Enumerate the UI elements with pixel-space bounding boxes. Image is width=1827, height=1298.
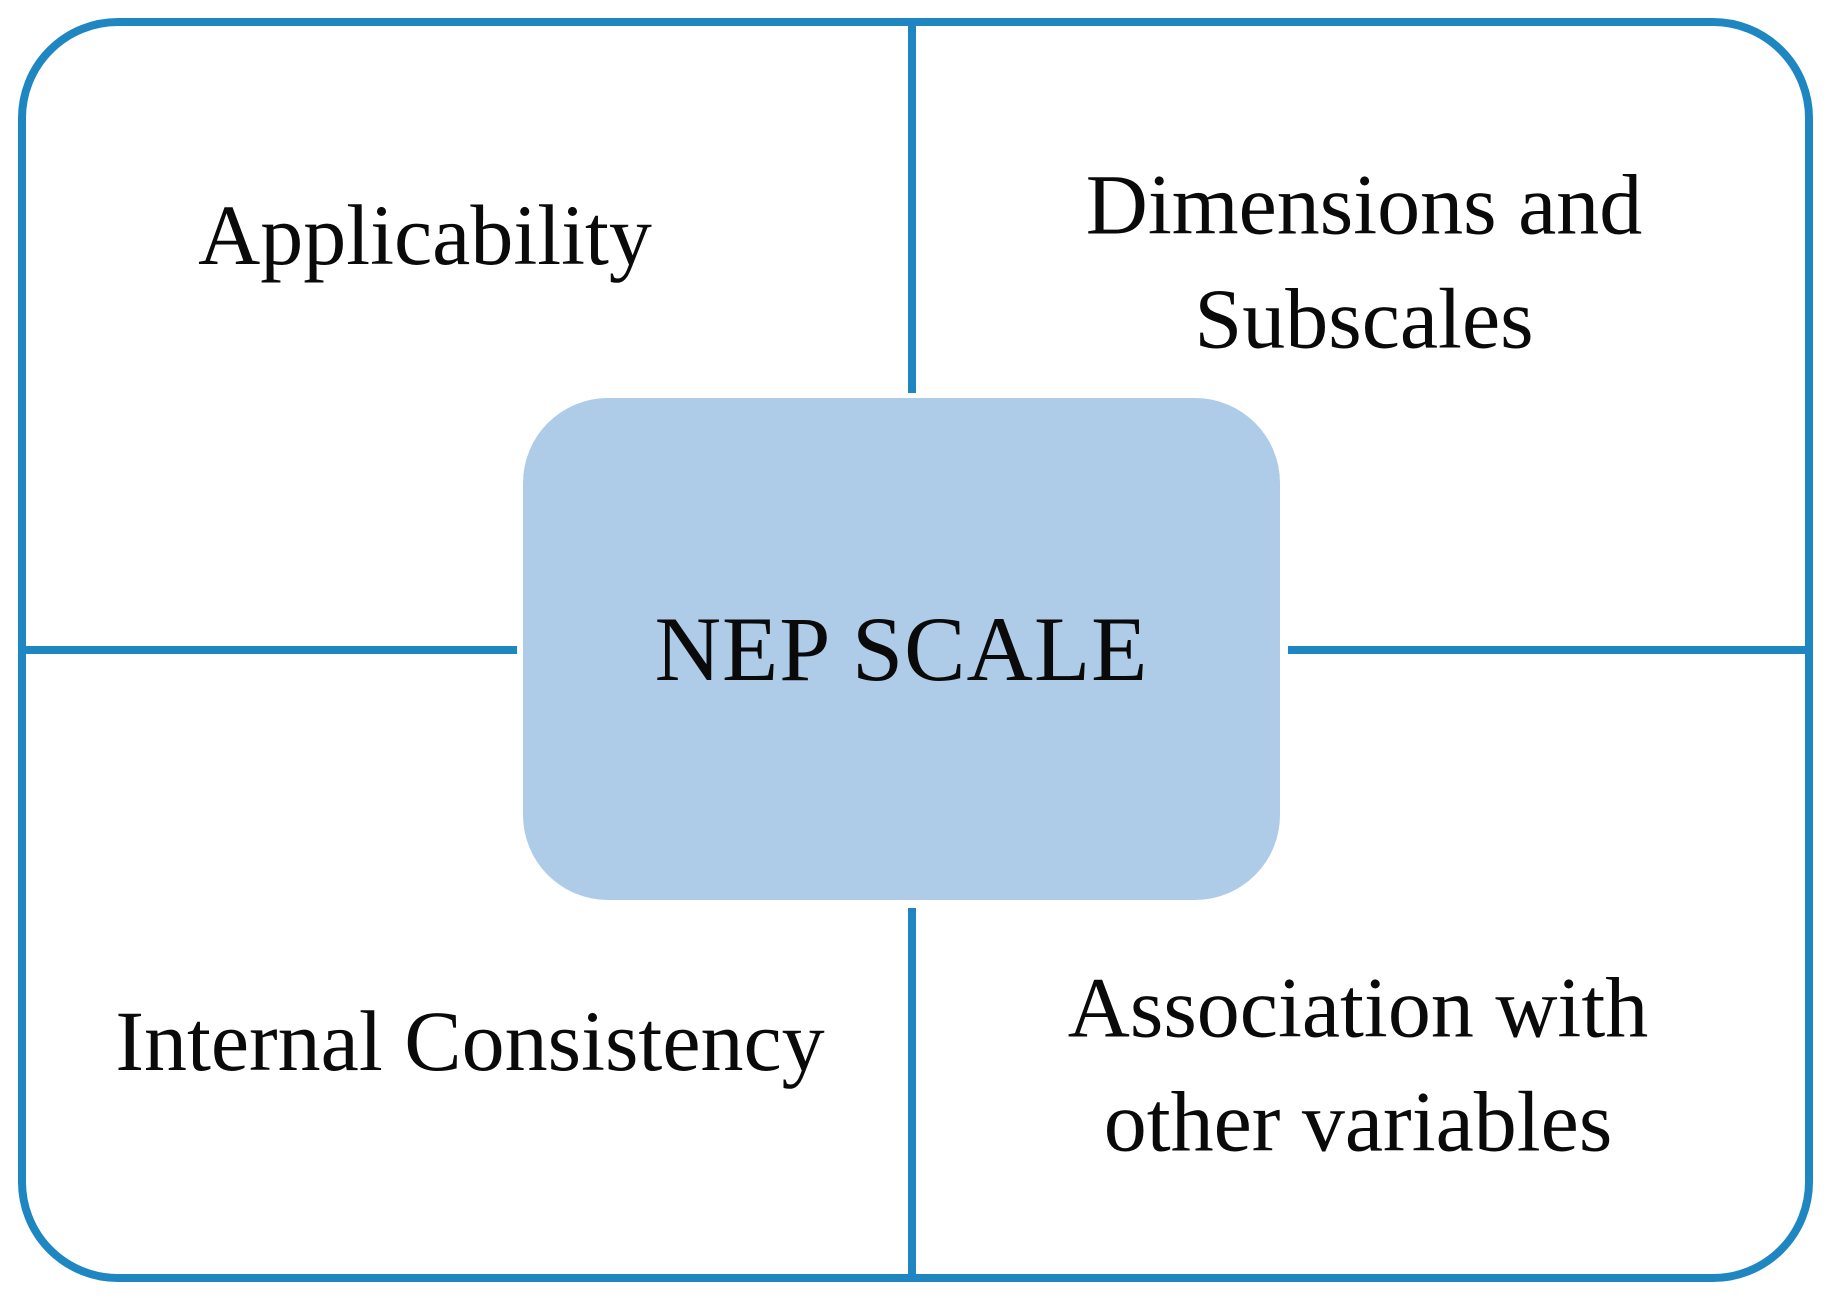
quadrant-label-line: Subscales bbox=[1194, 270, 1534, 366]
nep-scale-label: NEP SCALE bbox=[654, 598, 1149, 700]
quadrant-label-line: Dimensions and bbox=[1085, 156, 1643, 253]
vertical-divider-top-line bbox=[908, 22, 916, 393]
quadrant-label-line: Applicability bbox=[198, 187, 652, 284]
quadrant-label-dimensions-subscales: Dimensions and Subscales bbox=[1086, 148, 1643, 375]
horizontal-divider-right-line bbox=[1288, 646, 1806, 654]
quadrant-label-association-other-variables: Association with other variables bbox=[1068, 951, 1648, 1178]
quadrant-label-line: Internal Consistency bbox=[115, 993, 825, 1090]
quadrant-label-line: Association with bbox=[1067, 959, 1649, 1056]
quadrant-label-line: other variables bbox=[1103, 1073, 1613, 1169]
horizontal-divider-left-line bbox=[22, 646, 517, 654]
nep-scale-node: NEP SCALE bbox=[523, 398, 1280, 900]
quadrant-label-applicability: Applicability bbox=[198, 179, 652, 293]
vertical-divider-bottom-line bbox=[908, 908, 916, 1276]
quadrant-label-internal-consistency: Internal Consistency bbox=[115, 985, 824, 1099]
